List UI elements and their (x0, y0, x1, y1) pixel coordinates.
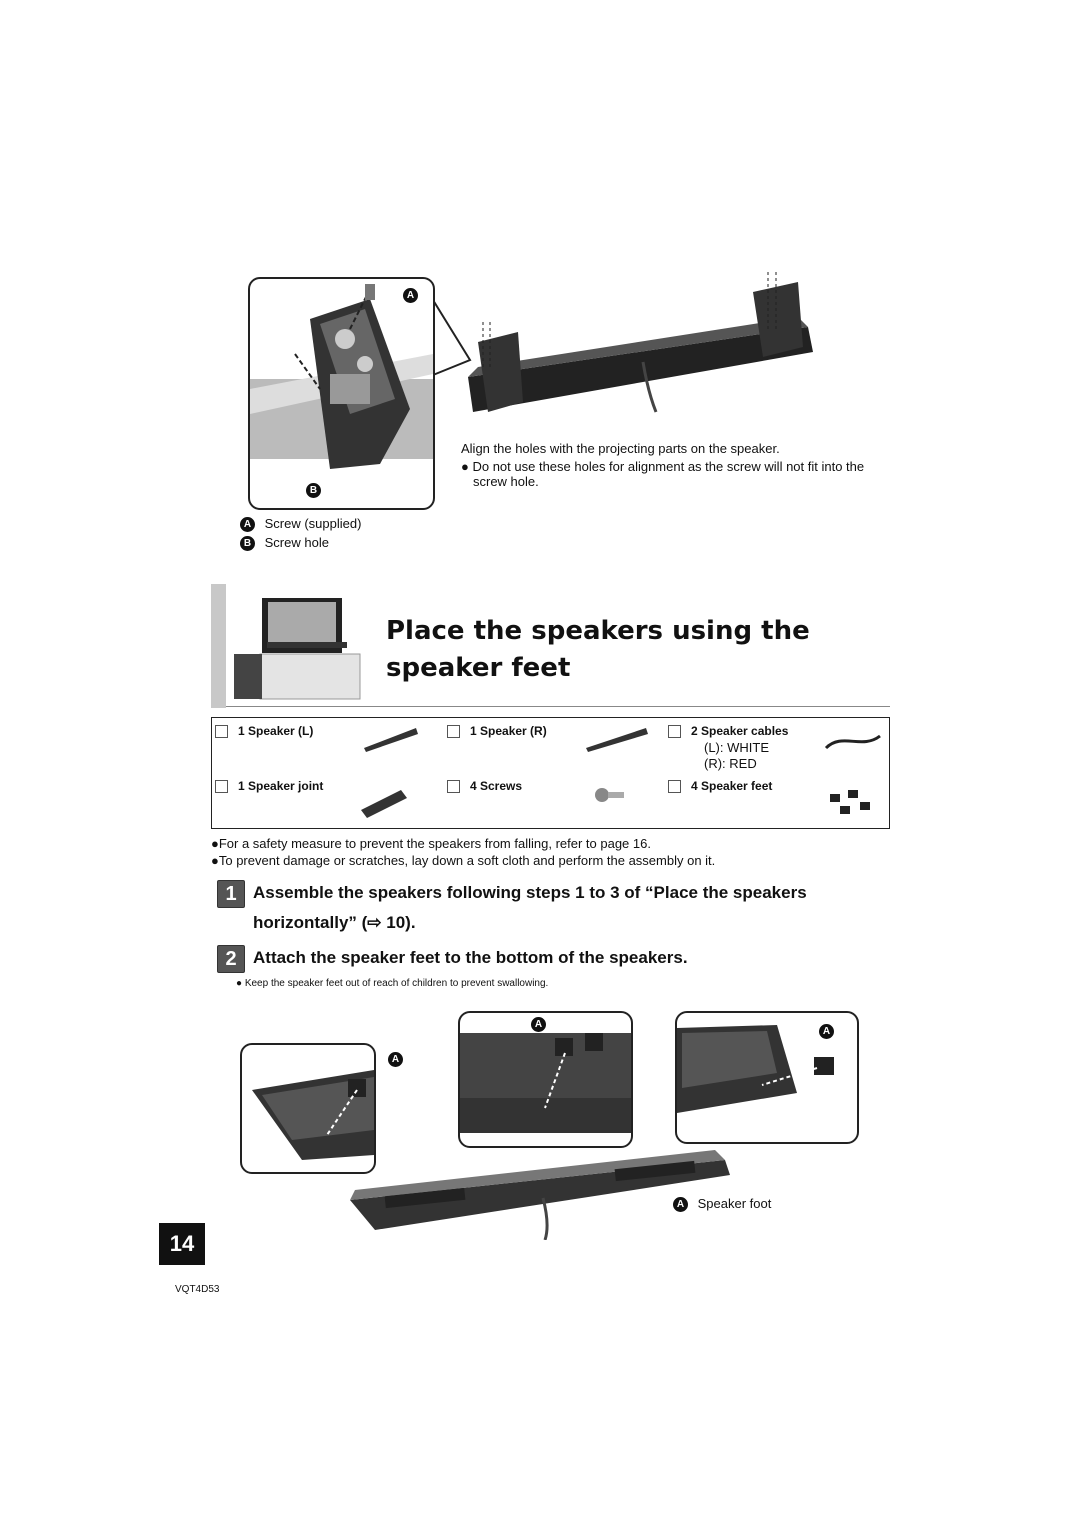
step-1-text: Assemble the speakers following steps 1 … (253, 878, 873, 938)
speaker-l-icon (364, 728, 418, 752)
legend-marker-a: A (673, 1197, 688, 1213)
tv-setup-illustration (234, 598, 361, 700)
cable-red-label: (R): RED (704, 756, 757, 771)
inset-right-illustration (677, 1025, 834, 1113)
screw-icon (595, 788, 624, 802)
inset-left (240, 1043, 376, 1174)
section-title-line2: speaker feet (386, 653, 571, 683)
step-1-number: 1 (217, 880, 245, 908)
marker-a-middle: A (531, 1017, 546, 1032)
marker-a: A (403, 288, 418, 303)
accessory-speaker-cables: 2 Speaker cables (668, 724, 788, 739)
cable-icon (824, 734, 881, 750)
legend-text-speaker-foot: Speaker foot (697, 1196, 772, 1211)
marker-b: B (306, 483, 321, 498)
accessory-speaker-feet: 4 Speaker feet (668, 779, 772, 794)
step-1: 1 (217, 880, 245, 908)
accessory-speaker-joint: 1 Speaker joint (215, 779, 323, 794)
inset-middle-illustration (460, 1033, 631, 1133)
note-safety: ●For a safety measure to prevent the spe… (211, 836, 651, 851)
note-cloth: ●To prevent damage or scratches, lay dow… (211, 853, 716, 868)
warning-note-text: Do not use these holes for alignment as … (472, 459, 865, 489)
inset-middle (458, 1011, 633, 1148)
speaker-feet-icon (830, 790, 870, 814)
callout-connector (432, 299, 472, 376)
legend-item-screw: A Screw (supplied) (240, 516, 362, 533)
accessory-screws: 4 Screws (447, 779, 522, 794)
checkbox-icon (668, 725, 681, 739)
marker-a-left: A (388, 1052, 403, 1067)
detail-inset: A B (248, 277, 435, 510)
speaker-joint-icon (361, 790, 407, 818)
speaker-r-icon (586, 728, 648, 752)
checkbox-icon (668, 780, 681, 794)
accessory-speaker-r: 1 Speaker (R) (447, 724, 547, 739)
legend-item-speaker-foot: A Speaker foot (673, 1196, 772, 1213)
legend-text-screw-hole: Screw hole (264, 535, 329, 550)
doc-code: VQT4D53 (175, 1284, 220, 1295)
accessory-speaker-l: 1 Speaker (L) (215, 724, 313, 739)
warning-note: ● Do not use these holes for alignment a… (461, 459, 865, 489)
align-note: Align the holes with the projecting part… (461, 441, 780, 456)
step-1-line1: Assemble the speakers following steps 1 … (253, 883, 807, 902)
accessories-table: 1 Speaker (L) 1 Speaker (R) 2 Speaker ca… (211, 717, 890, 829)
checkbox-icon (215, 780, 228, 794)
legend-marker-a: A (240, 517, 255, 533)
legend-marker-b: B (240, 536, 255, 552)
speaker-bar-bottom-illustration (350, 1150, 730, 1240)
step-1-line2: horizontally” (⇨ 10). (253, 913, 416, 932)
step-2-number: 2 (217, 945, 245, 973)
section-side-bar (211, 584, 226, 708)
marker-a-right: A (819, 1024, 834, 1039)
checkbox-icon (215, 725, 228, 739)
section-rule (226, 706, 890, 707)
cable-white-label: (L): WHITE (704, 740, 769, 755)
speaker-bar-illustration (468, 272, 813, 413)
inset-left-illustration (252, 1070, 374, 1160)
checkbox-icon (447, 725, 460, 739)
step-2: 2 (217, 945, 245, 973)
legend-text-screw: Screw (supplied) (264, 516, 362, 531)
page-number: 14 (159, 1223, 205, 1265)
step-2-text: Attach the speaker feet to the bottom of… (253, 948, 688, 967)
bracket-detail-illustration (250, 284, 433, 469)
step-2-note: ● Keep the speaker feet out of reach of … (236, 978, 549, 989)
checkbox-icon (447, 780, 460, 794)
legend-item-screw-hole: B Screw hole (240, 535, 329, 552)
section-title-line1: Place the speakers using the (386, 616, 810, 646)
